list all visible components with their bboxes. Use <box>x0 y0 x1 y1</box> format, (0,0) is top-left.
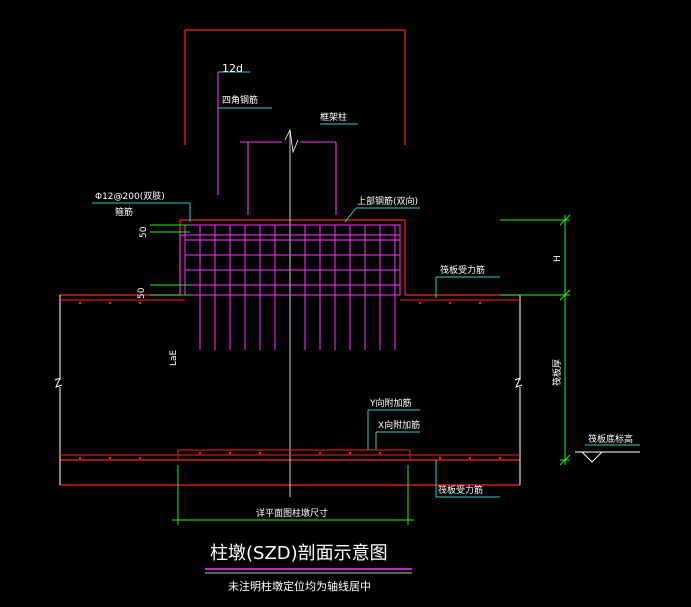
label-twelve-d: 12d <box>222 62 243 75</box>
label-lae: LaE <box>169 349 179 366</box>
label-raft-bottom-elev: 筏板底标高 <box>588 433 633 445</box>
rebar-dots <box>78 301 502 460</box>
slab-bars <box>60 299 520 460</box>
label-stirrup: 箍筋 <box>115 206 133 218</box>
label-raft-top-bars: 筏板受力筋 <box>440 264 485 276</box>
leader-lines <box>92 71 640 498</box>
slab-break-lines <box>54 295 523 485</box>
dimension-lines <box>150 214 571 525</box>
label-upper-bars: 上部钢筋(双向) <box>357 195 418 207</box>
label-stirrup-spec: Φ12@200(双肢) <box>95 190 165 202</box>
label-pier-width: 详平面图柱墩尺寸 <box>256 507 328 519</box>
label-y-add-bars: Y向附加筋 <box>369 397 412 409</box>
label-raft-bottom-bars: 筏板受力筋 <box>438 484 483 496</box>
elevation-marker-icon <box>575 451 640 463</box>
label-dim-h: H <box>553 255 563 262</box>
label-frame-column: 框架柱 <box>320 111 347 123</box>
column-bars <box>217 72 337 497</box>
pier-cage <box>179 224 401 350</box>
label-x-add-bars: X向附加筋 <box>378 419 420 431</box>
label-dim-50-top: 50 <box>139 226 149 238</box>
pier-outline <box>179 219 406 295</box>
drawing-note: 未注明柱墩定位均为轴线居中 <box>228 579 371 593</box>
label-dim-50-left: 50 <box>137 287 147 299</box>
label-corner-bars: 四角钢筋 <box>222 94 258 106</box>
label-raft-thickness: 筏板厚 <box>551 359 563 386</box>
drawing-title: 柱墩(SZD)剖面示意图 <box>210 543 388 564</box>
frame-column-outline <box>184 29 406 145</box>
